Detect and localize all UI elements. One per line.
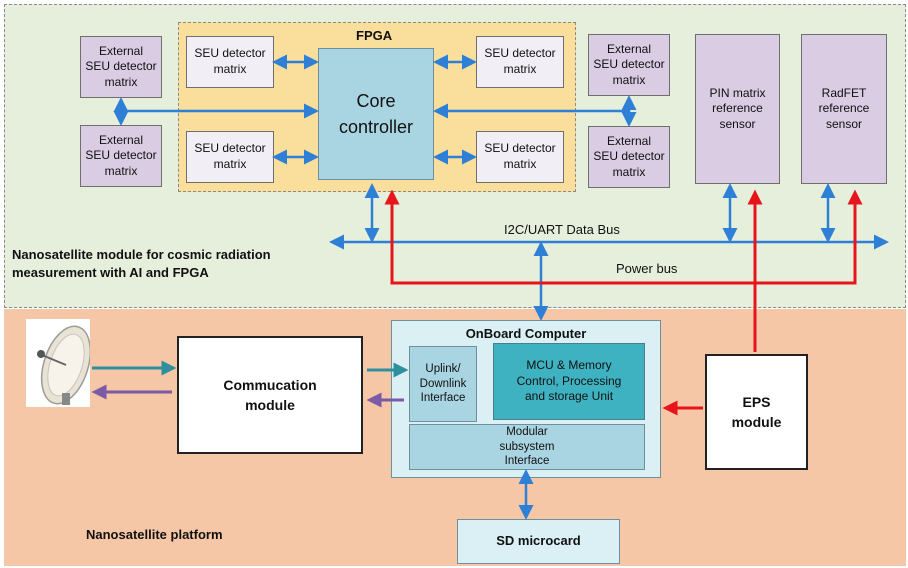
communication-arrows (91, 360, 409, 408)
mcu-memory-unit: MCU & Memory Control, Processing and sto… (493, 343, 645, 420)
external-seu-left-top: External SEU detector matrix (80, 36, 162, 98)
external-seu-left-bottom: External SEU detector matrix (80, 125, 162, 187)
seu-detector-bottom-right: SEU detector matrix (476, 131, 564, 183)
modular-subsystem-interface: Modular subsystem Interface (409, 424, 645, 470)
power-bus-arrows (384, 189, 863, 416)
radfet-sensor: RadFET reference sensor (801, 34, 887, 184)
core-controller-label-2: controller (338, 117, 414, 137)
core-controller-label-1: Core (356, 90, 396, 111)
data-bus-arrows (329, 183, 889, 520)
communication-module: Commucation module (177, 336, 363, 454)
sd-microcard: SD microcard (457, 519, 620, 564)
core-controller: Core controller (318, 48, 434, 180)
top-region-label-2: measurement with AI and FPGA (12, 265, 209, 280)
onboard-computer-title: OnBoard Computer (465, 326, 587, 341)
seu-detector-top-right: SEU detector matrix (476, 36, 564, 88)
uplink-downlink-interface: Uplink/ Downlink Interface (409, 346, 477, 422)
eps-module-label-1: EPS (742, 393, 771, 410)
eps-module-label-2: module (731, 414, 782, 430)
seu-detector-bottom-left: SEU detector matrix (186, 131, 274, 183)
bottom-region-label: Nanosatellite platform (86, 527, 223, 542)
pin-matrix-sensor: PIN matrix reference sensor (695, 34, 780, 184)
eps-module: EPS module (705, 354, 808, 470)
satellite-dish-icon (26, 319, 92, 407)
seu-detector-top-left: SEU detector matrix (186, 36, 274, 88)
fpga-title: FPGA (356, 28, 393, 43)
communication-module-label-1: Commucation (223, 376, 317, 393)
power-bus-label: Power bus (616, 261, 678, 276)
data-bus-label: I2C/UART Data Bus (504, 222, 620, 237)
communication-module-label-2: module (245, 397, 295, 413)
external-seu-right-bottom: External SEU detector matrix (588, 126, 670, 188)
fpga-internal-arrows (272, 54, 477, 165)
top-region-label-1: Nanosatellite module for cosmic radiatio… (12, 247, 271, 262)
external-matrix-links (113, 95, 637, 127)
